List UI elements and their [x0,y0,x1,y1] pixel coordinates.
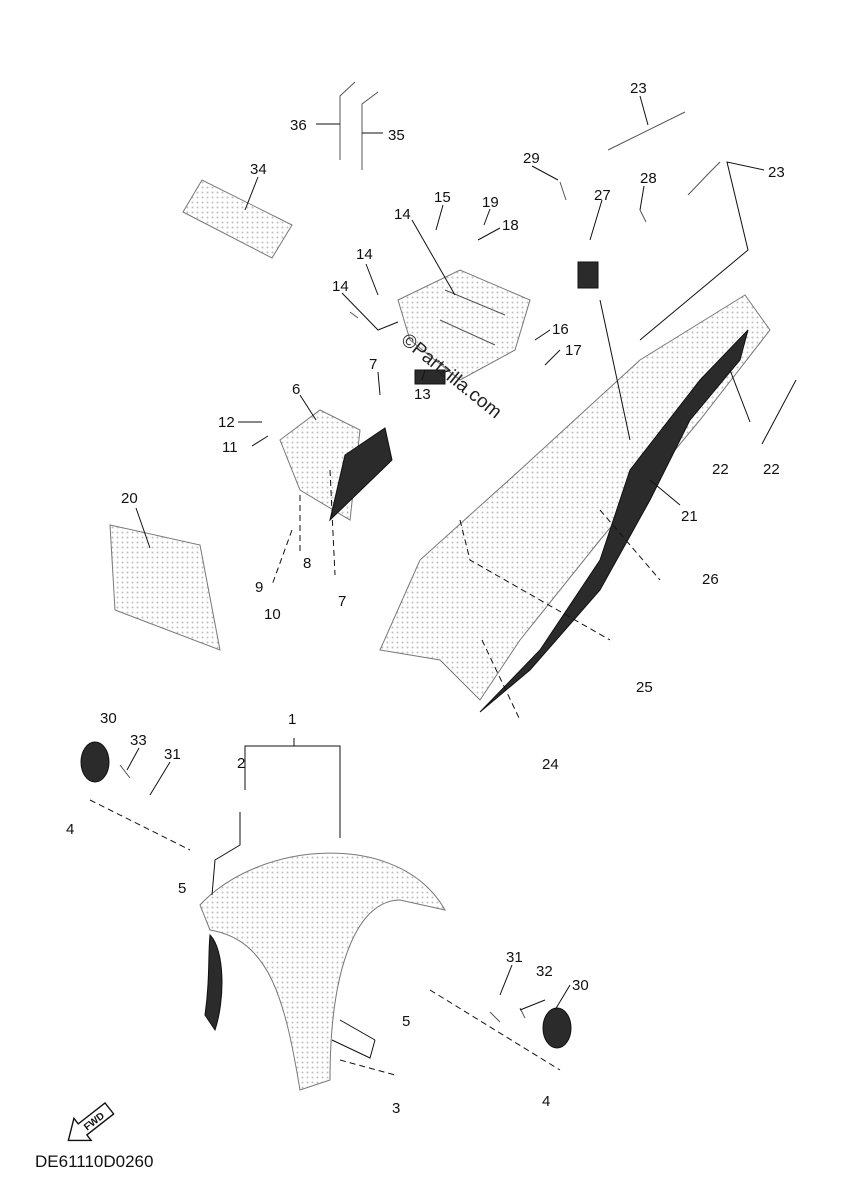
bolt-29-part [559,181,567,201]
callout-31b: 31 [506,949,523,966]
panel-20-part [109,524,221,651]
pad-34-part [182,179,293,259]
callout-4b: 4 [542,1093,550,1110]
callout-22a: 22 [712,461,729,478]
callout-27: 27 [594,187,611,204]
callout-22b: 22 [763,461,780,478]
callout-11: 11 [222,439,238,456]
cable-35-part [361,91,379,170]
callout-9: 9 [255,579,263,596]
callout-21: 21 [681,508,698,525]
leader-lines [126,95,797,1059]
callout-26: 26 [702,571,719,588]
assembly-lines [89,469,661,1076]
callout-3: 3 [392,1100,400,1117]
callout-31a: 31 [164,746,181,763]
bracket-23-part [687,161,721,196]
body-21-edge [479,329,749,713]
callout-6: 6 [292,381,300,398]
callout-25: 25 [636,679,653,696]
callout-17: 17 [565,342,582,359]
bracket-27-part [577,261,599,289]
callout-32: 32 [536,963,553,980]
callout-7a: 7 [369,356,377,373]
callout-5a: 5 [178,880,186,897]
block-13-part [414,369,446,385]
diagram-code: DE61110D0260 [35,1152,153,1171]
callout-23b: 23 [768,164,785,181]
disc-30b-part [542,1007,572,1049]
callout-1: 1 [288,711,296,728]
callout-35: 35 [388,127,405,144]
callout-34: 34 [250,161,267,178]
callout-7b: 7 [338,593,346,610]
callout-14a: 14 [394,206,411,223]
callout-30a: 30 [100,710,117,727]
callout-33: 33 [130,732,147,749]
callout-13: 13 [414,386,431,403]
callout-29: 29 [523,150,540,167]
callout-23a: 23 [630,80,647,97]
callout-15: 15 [434,189,451,206]
callout-12: 12 [218,414,235,431]
callout-24: 24 [542,756,559,773]
callout-20: 20 [121,490,138,507]
frame-14-part [397,269,531,381]
fwd-arrow-icon: FWD [67,1101,115,1142]
callout-18: 18 [502,217,519,234]
callout-5b: 5 [402,1013,410,1030]
callout-10: 10 [264,606,281,623]
callout-14c: 14 [332,278,349,295]
clip-14-part [349,311,359,319]
callout-8: 8 [303,555,311,572]
fender-1-part [199,852,446,1091]
fender-1-edge [204,933,223,1032]
plate-6b-part [329,427,393,522]
cable-36-part [339,81,356,160]
body-21-part [379,294,771,701]
callout-16: 16 [552,321,569,338]
callout-14b: 14 [356,246,373,263]
callouts: 36 35 34 23 23 29 28 27 15 19 18 14 14 1… [66,80,785,1117]
bolt-28-part [639,209,647,223]
callout-4a: 4 [66,821,74,838]
callout-19: 19 [482,194,499,211]
callout-28: 28 [640,170,657,187]
callout-2: 2 [237,755,245,772]
callout-30b: 30 [572,977,589,994]
rod-23-part [607,111,686,151]
disc-30a-part [80,741,110,783]
callout-36: 36 [290,117,307,134]
